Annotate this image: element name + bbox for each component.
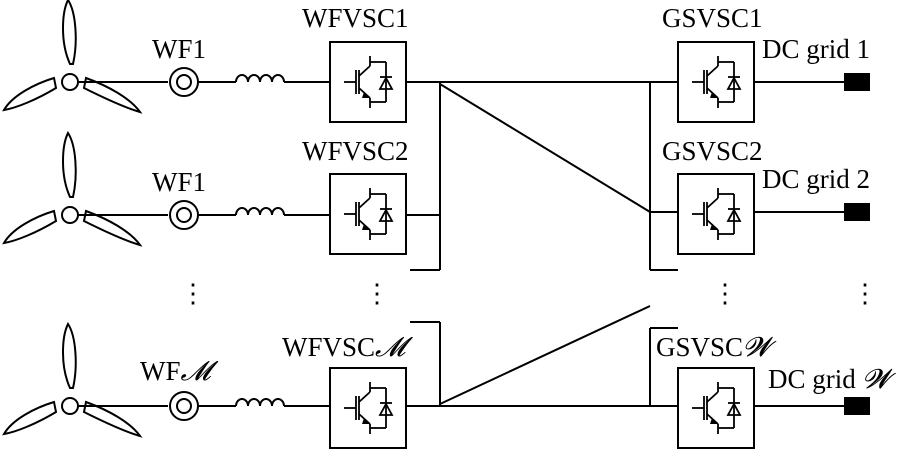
dc-grid-label: DC grid 1 (762, 34, 870, 64)
ellipsis: ⋮ (364, 279, 390, 308)
wind-turbine-icon (3, 132, 141, 246)
row-1: WF1 WFVSC1 GSVSC1 DC grid 1 (3, 0, 870, 123)
row-2: WF1 WFVSC2 GSVSC2 DC grid 2 (3, 132, 870, 255)
inductor-icon (235, 398, 285, 407)
wind-turbine-icon (3, 323, 141, 437)
gsvsc-converter-icon (677, 173, 755, 255)
gsvsc-converter-icon (677, 41, 755, 123)
row-last: WF𝓜 WFVSC𝓜 GSVSC𝓦 DC grid 𝓦 (3, 323, 897, 449)
gsvsc-label: GSVSC𝓦 (656, 332, 777, 362)
ellipsis: ⋮ (180, 279, 206, 308)
gsvsc-converter-icon (677, 367, 755, 449)
wfvsc-converter-icon (329, 41, 407, 123)
wfvsc-label: WFVSC1 (302, 3, 409, 33)
gsvsc-label: GSVSC1 (662, 3, 763, 33)
dc-grid-label: DC grid 𝓦 (768, 364, 897, 394)
wfvsc-converter-icon (329, 173, 407, 255)
wind-turbine-icon (3, 0, 141, 113)
gsvsc-label: GSVSC2 (662, 136, 763, 166)
dc-grid-terminal-icon (844, 397, 870, 415)
wind-farm-label: WF1 (152, 34, 206, 64)
dc-grid-label: DC grid 2 (762, 164, 870, 194)
dc-grid-terminal-icon (844, 203, 870, 221)
wfvsc-label: WFVSC2 (302, 136, 409, 166)
ellipsis: ⋮ (852, 279, 878, 308)
wfvsc-converter-icon (329, 367, 407, 449)
ellipsis: ⋮ (712, 279, 738, 308)
ellipses: ⋮ ⋮ ⋮ ⋮ (180, 279, 878, 308)
dc-grid-terminal-icon (844, 73, 870, 91)
wind-farm-label: WF1 (152, 167, 206, 197)
inductor-icon (235, 207, 285, 216)
wfvsc-label: WFVSC𝓜 (282, 332, 413, 362)
inductor-icon (235, 74, 285, 83)
dc-bus-network (410, 81, 678, 407)
wind-farm-label: WF𝓜 (140, 356, 219, 386)
